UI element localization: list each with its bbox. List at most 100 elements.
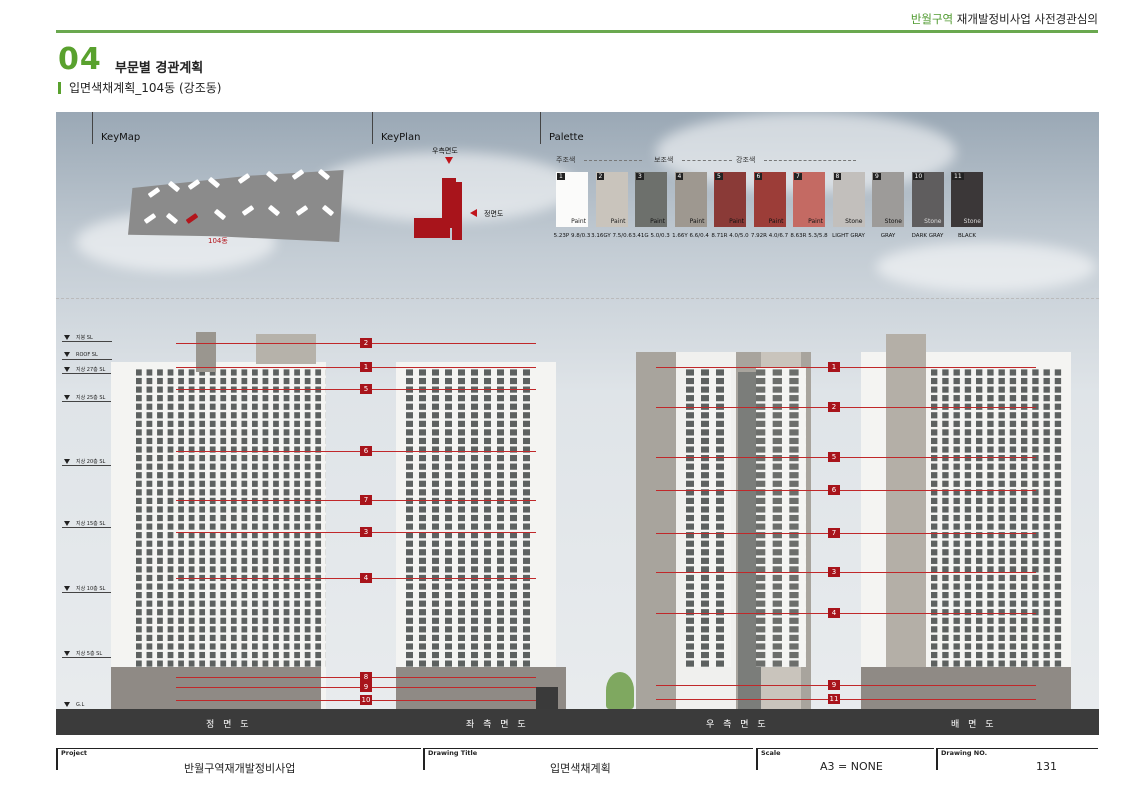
swatch-code: 7.92R 4.0/6.7 [750,233,789,239]
color-tag: 1 [360,362,372,372]
elevation-sheet: KeyMap KeyPlan Palette 104동 우측면도 정면도 주조색… [56,112,1099,735]
footer-project-label: Project [56,748,421,770]
footer-scale-label: Scale [756,748,934,770]
swatch-code: 1.66Y 6.6/0.4 [672,233,709,239]
facade-part [111,667,321,709]
color-tag: 11 [828,694,840,704]
color-leader-line [656,685,1036,686]
elevation-label-rear: 배 면 도 [951,720,997,730]
swatch-code: BLACK [957,233,977,239]
swatch-material: Stone [884,218,902,225]
swatch-code: 3.16GY 7.5/0.6 [591,233,632,239]
footer-drawing-no-value: 131 [1036,760,1057,773]
panel-divider [56,298,1099,299]
color-tag: 4 [360,573,372,583]
swatch-number: 8 [833,173,842,180]
level-marker: 지상 5층 SL [56,650,126,658]
color-tag: 6 [360,446,372,456]
swatch-code: 3.41G 5.0/0.3 [632,233,670,239]
swatch-number: 10 [912,173,925,180]
section-title: 부문별 경관계획 [115,61,204,76]
color-leader-line [656,490,1036,491]
tree [606,672,634,709]
color-leader-line [656,457,1036,458]
window-grid [756,367,806,667]
footer-drawing-title-value: 입면색채계획 [550,762,611,775]
swatch-code: GRAY [880,233,896,239]
keymap-header: KeyMap [92,112,372,144]
window-grid [686,367,731,667]
footer-drawing-title-label: Drawing Title [423,748,753,770]
color-leader-line [656,572,1036,573]
elevation-label-right: 우 측 면 도 [706,720,769,730]
color-tag: 6 [828,485,840,495]
color-leader-line [176,389,536,390]
swatch-code: 8.71R 4.0/5.0 [711,233,749,239]
footer-scale-value: A3 = NONE [820,760,883,773]
swatch-code: 5.23P 9.8/0.3 [553,233,591,239]
ground-band [56,709,1099,735]
level-marker: 지상 25층 SL [56,394,126,402]
color-tag: 10 [360,695,372,705]
color-leader-line [176,367,536,368]
swatch-code: 8.63R 5.3/5.8 [790,233,828,239]
level-marker: ROOF SL [56,352,126,360]
color-tag: 2 [360,338,372,348]
color-leader-line [176,700,536,701]
direction-arrow-down-icon [445,157,453,164]
elevation-label-left: 좌 측 면 도 [466,720,529,730]
color-leader-line [176,500,536,501]
swatch-material: Stone [845,218,863,225]
level-marker: 지상 10층 SL [56,585,126,593]
color-leader-line [656,613,1036,614]
direction-arrow-left-icon [470,209,477,217]
swatch-material: Stone [924,218,942,225]
palette-group-main: 주조색 [556,156,576,164]
keyplan-front-label: 정면도 [484,210,504,218]
swatch-material: Paint [689,218,705,225]
color-leader-line [656,367,1036,368]
color-leader-line [656,407,1036,408]
level-marker: 지붕 SL [56,334,126,342]
color-tag: 9 [360,682,372,692]
color-tag: 4 [828,608,840,618]
document-title: 반월구역 재개발정비사업 사전경관심의 [910,12,1098,26]
swatch-number: 6 [754,173,763,180]
swatch-material: Paint [571,218,586,225]
swatch-material: Paint [808,218,823,225]
color-leader-line [176,532,536,533]
swatch-material: Paint [650,218,665,225]
color-tag: 9 [828,680,840,690]
color-tag: 5 [360,384,372,394]
color-leader-line [176,578,536,579]
color-tag: 7 [828,528,840,538]
level-marker: 지상 27층 SL [56,366,126,374]
swatch-number: 7 [794,173,802,180]
keymap-highlight-label: 104동 [208,237,228,245]
section-number: 04 [58,42,102,77]
swatch-code: LIGHT GRAY [832,233,865,239]
color-leader-line [176,677,536,678]
swatch-number: 4 [675,173,684,180]
swatch-code: DARK GRAY [911,233,944,239]
elevation-label-front: 정 면 도 [206,720,252,730]
swatch-number: 2 [596,173,605,180]
palette-header: Palette [540,112,1040,144]
color-tag: 1 [828,362,840,372]
color-tag: 8 [360,672,372,682]
color-tag: 3 [360,527,372,537]
level-marker: 지상 20층 SL [56,458,126,466]
swatch-material: Paint [729,218,744,225]
swatch-number: 11 [952,173,964,180]
palette-group-sub: 보조색 [654,156,674,164]
color-tag: 3 [828,567,840,577]
window-grid [406,367,536,667]
